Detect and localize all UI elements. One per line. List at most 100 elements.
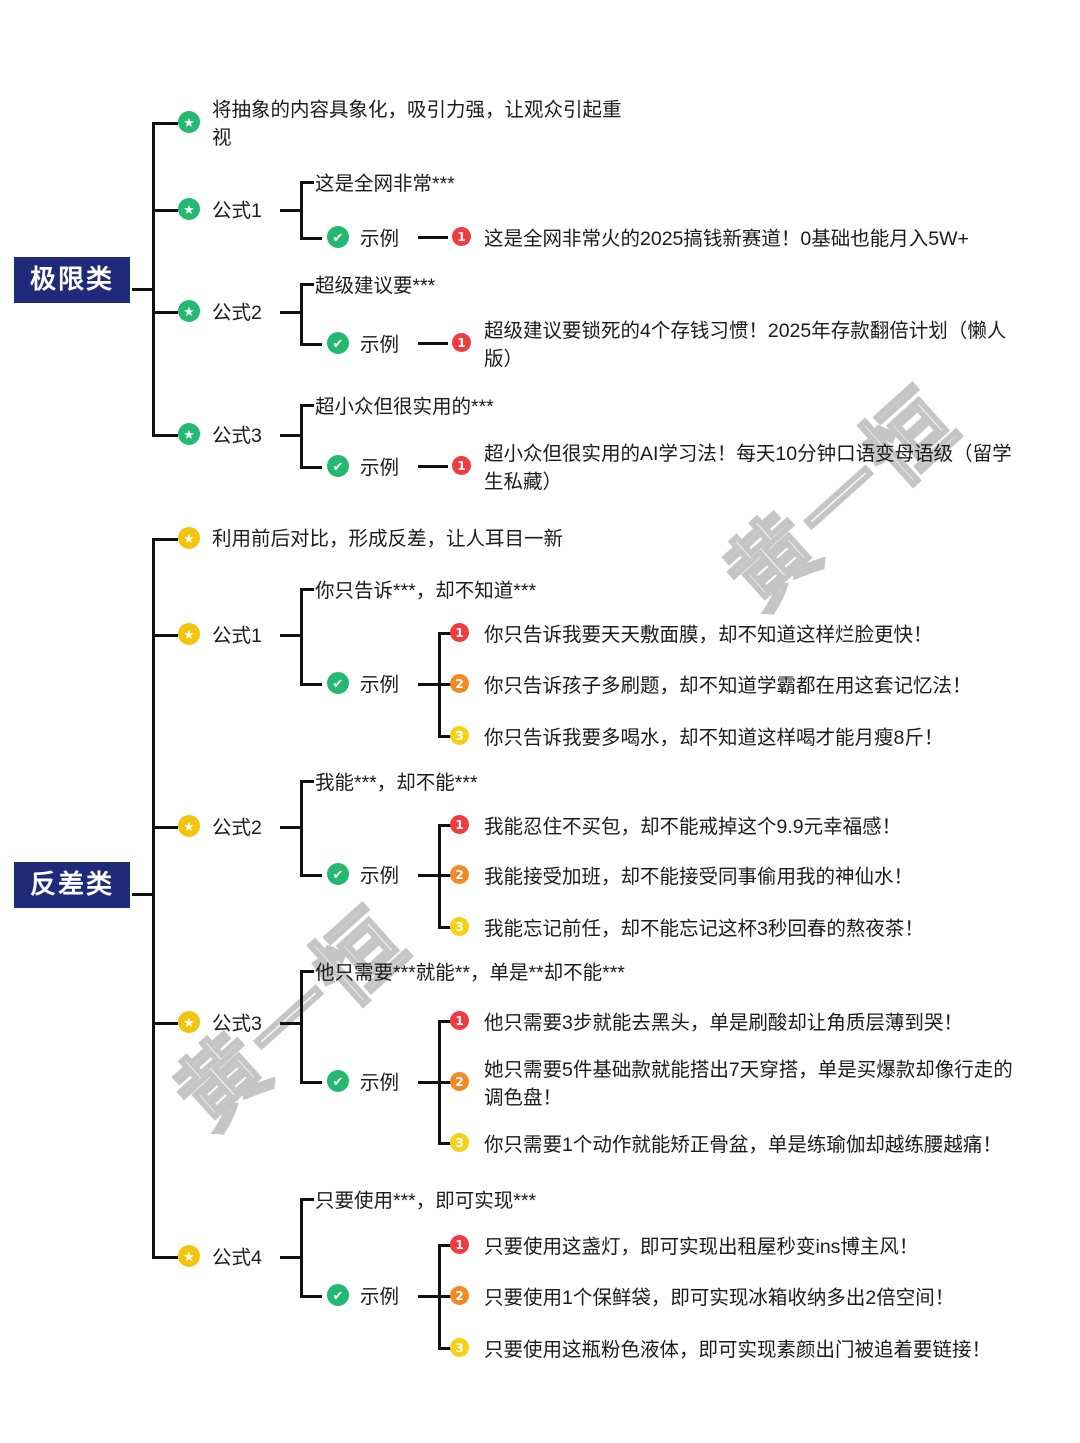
number-badge-3: 3 xyxy=(450,1338,469,1357)
example-text: 超级建议要锁死的4个存钱习惯！2025年存款翻倍计划（懒人 版） xyxy=(484,320,1007,371)
check-icon: ✔ xyxy=(327,1284,349,1306)
check-icon: ✔ xyxy=(327,226,349,248)
connector-line xyxy=(152,538,178,541)
connector-line xyxy=(152,1022,178,1025)
number-badge-2: 2 xyxy=(450,674,469,693)
number-badge-1: 1 xyxy=(450,1011,469,1030)
example-label: 示例 xyxy=(360,1072,400,1094)
connector-line xyxy=(300,1081,322,1084)
example-text: 我能忍住不买包，却不能戒掉这个9.9元幸福感！ xyxy=(484,816,902,838)
formula-label[interactable]: 公式4 xyxy=(212,1247,262,1269)
star-icon: ★ xyxy=(178,1245,200,1267)
connector-line xyxy=(152,634,178,637)
connector-line xyxy=(438,1295,452,1298)
example-text: 你只告诉我要多喝水，却不知道这样喝才能月瘦8斤！ xyxy=(484,727,944,749)
formula-pattern: 你只告诉***，却不知道*** xyxy=(315,580,537,602)
formula-spine xyxy=(300,1198,303,1297)
connector-line xyxy=(300,970,314,973)
example-label: 示例 xyxy=(360,228,400,250)
number-badge-1: 1 xyxy=(450,623,469,642)
connector-line xyxy=(418,874,440,877)
branch-spine xyxy=(152,122,155,434)
connector-line xyxy=(300,343,322,346)
example-text: 超小众但很实用的AI学习法！每天10分钟口语变母语级（留学 生私藏） xyxy=(484,443,1012,494)
formula-spine xyxy=(300,404,303,468)
connector-line xyxy=(300,283,314,286)
formula-pattern: 这是全网非常*** xyxy=(315,173,455,195)
formula-label[interactable]: 公式3 xyxy=(212,1013,262,1035)
connector-line xyxy=(438,824,452,827)
number-badge-1: 1 xyxy=(452,333,471,352)
connector-line xyxy=(438,1347,452,1350)
formula-label[interactable]: 公式1 xyxy=(212,625,262,647)
star-icon: ★ xyxy=(178,1011,200,1033)
connector-line xyxy=(300,466,322,469)
connector-line xyxy=(300,683,322,686)
example-text: 他只需要3步就能去黑头，单是刷酸却让角质层薄到哭！ xyxy=(484,1012,963,1034)
connector-line xyxy=(300,1198,314,1201)
number-badge-2: 2 xyxy=(450,1286,469,1305)
formula-label[interactable]: 公式1 xyxy=(212,200,262,222)
example-text: 我能接受加班，却不能接受同事偷用我的神仙水！ xyxy=(484,866,914,888)
star-icon: ★ xyxy=(178,198,200,220)
connector-line xyxy=(418,342,448,345)
connector-line xyxy=(300,780,314,783)
formula-label[interactable]: 公式3 xyxy=(212,425,262,447)
number-badge-1: 1 xyxy=(452,456,471,475)
example-label: 示例 xyxy=(360,865,400,887)
connector-line xyxy=(300,1295,322,1298)
star-icon: ★ xyxy=(178,111,200,133)
number-badge-3: 3 xyxy=(450,726,469,745)
connector-line xyxy=(152,311,178,314)
branch-spine xyxy=(152,538,155,1256)
connector-line xyxy=(280,1022,302,1025)
example-label: 示例 xyxy=(360,334,400,356)
connector-line xyxy=(132,288,154,291)
formula-pattern: 超小众但很实用的*** xyxy=(315,396,494,418)
connector-line xyxy=(418,465,448,468)
connector-line xyxy=(300,237,322,240)
number-badge-3: 3 xyxy=(450,917,469,936)
number-badge-1: 1 xyxy=(452,227,471,246)
connector-line xyxy=(152,122,178,125)
check-icon: ✔ xyxy=(327,455,349,477)
connector-line xyxy=(300,404,314,407)
formula-label[interactable]: 公式2 xyxy=(212,817,262,839)
connector-line xyxy=(300,874,322,877)
example-text: 你只告诉我要天天敷面膜，却不知道这样烂脸更快！ xyxy=(484,624,933,646)
connector-line xyxy=(438,735,452,738)
formula-label[interactable]: 公式2 xyxy=(212,302,262,324)
connector-line xyxy=(280,209,302,212)
connector-line xyxy=(418,236,448,239)
star-icon: ★ xyxy=(178,423,200,445)
number-badge-3: 3 xyxy=(450,1133,469,1152)
connector-line xyxy=(418,683,440,686)
formula-pattern: 我能***，却不能*** xyxy=(315,772,478,794)
root-label-fanchalei[interactable]: 反差类 xyxy=(14,862,131,908)
example-text: 你只需要1个动作就能矫正骨盆，单是练瑜伽却越练腰越痛！ xyxy=(484,1134,1002,1156)
connector-line xyxy=(280,826,302,829)
formula-spine xyxy=(300,780,303,876)
connector-line xyxy=(132,893,154,896)
number-badge-1: 1 xyxy=(450,1235,469,1254)
example-label: 示例 xyxy=(360,1286,400,1308)
connector-line xyxy=(300,181,314,184)
connector-line xyxy=(152,826,178,829)
formula-spine xyxy=(300,283,303,345)
connector-line xyxy=(438,1244,452,1247)
formula-spine xyxy=(300,970,303,1083)
star-icon: ★ xyxy=(178,527,200,549)
connector-line xyxy=(438,1081,452,1084)
star-icon: ★ xyxy=(178,815,200,837)
example-text: 只要使用这瓶粉色液体，即可实现素颜出门被追着要链接！ xyxy=(484,1339,992,1361)
connector-line xyxy=(152,209,178,212)
example-text: 我能忘记前任，却不能忘记这杯3秒回春的熬夜茶！ xyxy=(484,918,924,940)
example-text: 这是全网非常火的2025搞钱新赛道！0基础也能月入5W+ xyxy=(484,228,969,250)
connector-line xyxy=(438,1020,452,1023)
connector-line xyxy=(438,683,452,686)
connector-line xyxy=(438,874,452,877)
formula-spine xyxy=(300,181,303,239)
root-label-jixianlei[interactable]: 极限类 xyxy=(14,257,131,303)
check-icon: ✔ xyxy=(327,332,349,354)
